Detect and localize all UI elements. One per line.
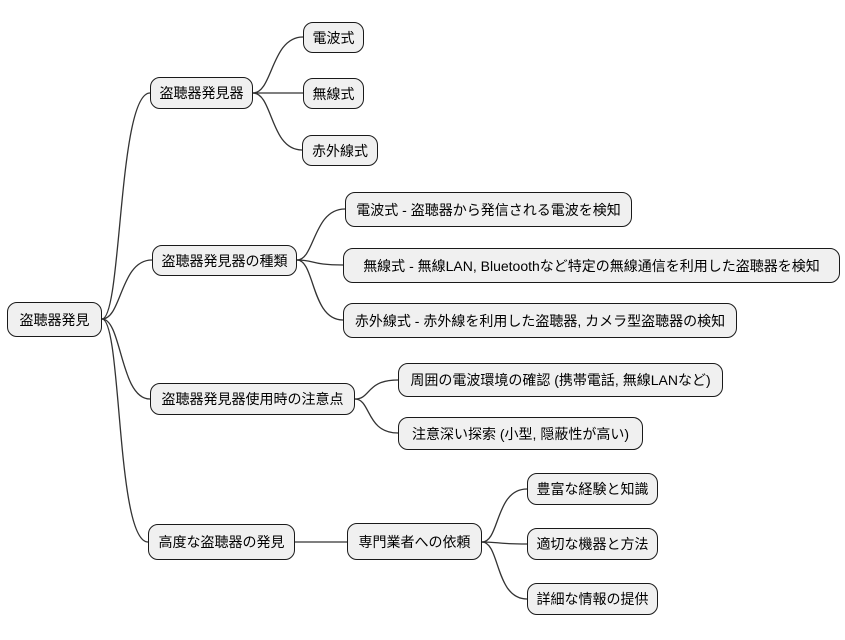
node-wireless-type: 無線式 (303, 78, 364, 109)
edge-branch4-grandchild1 (481, 488, 528, 543)
edge-root-branch1 (101, 92, 151, 320)
edge-branch2-child1 (296, 208, 346, 261)
edge-branch1-child3 (252, 92, 303, 151)
node-detailed-information: 詳細な情報の提供 (527, 583, 658, 615)
node-branch-detector: 盗聴器発見器 (150, 77, 253, 109)
edge-root-branch2 (101, 259, 153, 320)
node-branch-advanced-detection: 高度な盗聴器の発見 (148, 524, 295, 560)
edge-branch3-child1 (354, 379, 399, 400)
edge-branch4-grandchild2 (481, 541, 528, 545)
edge-branch2-child3 (296, 259, 344, 321)
node-radio-type: 電波式 (303, 22, 364, 53)
node-infrared-type-detail: 赤外線式 - 赤外線を利用した盗聴器, カメラ型盗聴器の検知 (343, 303, 737, 338)
node-branch-usage-cautions: 盗聴器発見器使用時の注意点 (150, 383, 355, 415)
node-wireless-type-detail: 無線式 - 無線LAN, Bluetoothなど特定の無線通信を利用した盗聴器を… (343, 248, 840, 283)
edge-root-branch4 (101, 318, 149, 543)
node-proper-equipment: 適切な機器と方法 (527, 528, 658, 560)
node-rich-experience: 豊富な経験と知識 (527, 473, 658, 505)
edge-branch4-grandchild3 (481, 541, 528, 600)
node-careful-search: 注意深い探索 (小型, 隠蔽性が高い) (398, 417, 643, 450)
node-root: 盗聴器発見 (7, 302, 102, 337)
edge-branch2-child2 (296, 259, 344, 266)
node-check-radio-environment: 周囲の電波環境の確認 (携帯電話, 無線LANなど) (398, 363, 723, 397)
edge-branch1-child1 (252, 36, 304, 94)
edge-root-branch3 (101, 318, 151, 400)
node-professional-service: 専門業者への依頼 (347, 523, 482, 560)
node-branch-detector-types: 盗聴器発見器の種類 (152, 245, 297, 276)
edge-branch3-child2 (354, 398, 399, 434)
node-radio-type-detail: 電波式 - 盗聴器から発信される電波を検知 (345, 192, 632, 227)
node-infrared-type: 赤外線式 (302, 135, 378, 166)
